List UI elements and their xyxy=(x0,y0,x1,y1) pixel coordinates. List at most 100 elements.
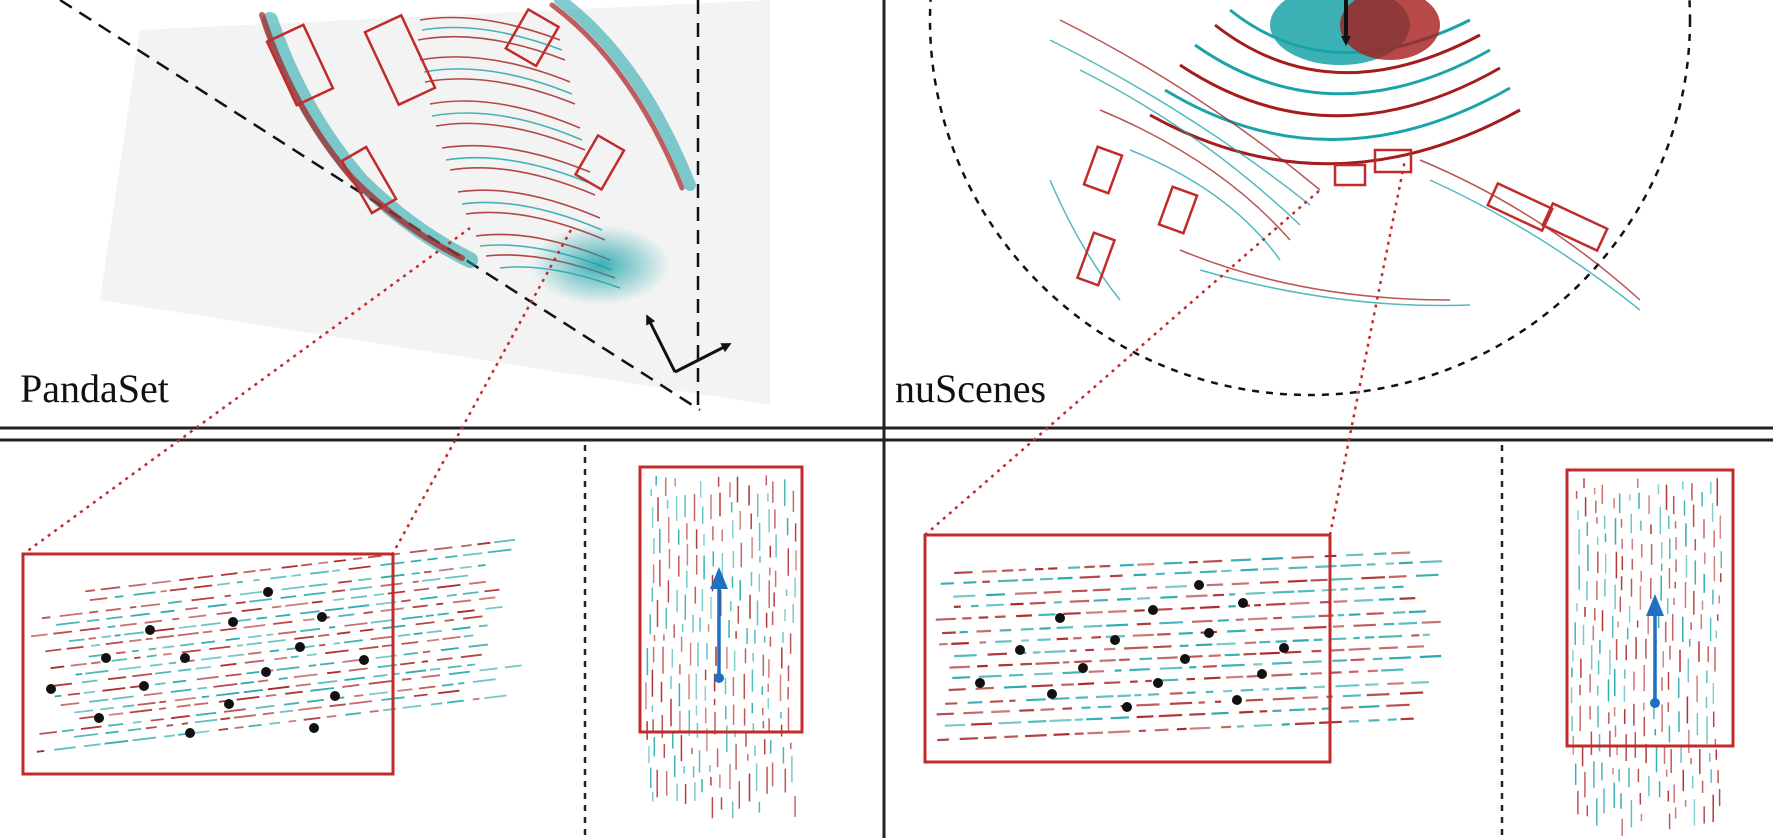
point-streak xyxy=(118,666,141,671)
point-streak xyxy=(1303,625,1327,630)
point-streak xyxy=(1109,574,1123,578)
point-streak xyxy=(1259,580,1279,584)
point-streak xyxy=(478,624,488,628)
point-streak xyxy=(1313,685,1326,689)
point-streak xyxy=(397,633,411,637)
point-streak xyxy=(338,613,355,618)
point-streak xyxy=(1245,698,1264,702)
point-streak xyxy=(1097,705,1112,709)
point-streak xyxy=(181,722,189,725)
point-streak xyxy=(177,733,186,736)
point-streak xyxy=(402,704,422,709)
point-streak xyxy=(1108,610,1127,613)
point-streak xyxy=(207,603,227,608)
point-streak xyxy=(426,629,443,634)
point-streak xyxy=(401,615,423,620)
point-streak xyxy=(300,627,321,633)
point-streak xyxy=(132,673,153,678)
point-streak xyxy=(1302,660,1322,664)
point-streak xyxy=(216,611,232,615)
point-streak xyxy=(195,711,217,717)
point-streak xyxy=(1400,717,1414,721)
point-streak xyxy=(108,723,124,727)
point-streak xyxy=(478,596,496,601)
nuscenes-keypoints xyxy=(975,580,1289,712)
point-streak xyxy=(1157,656,1178,660)
point-streak xyxy=(1087,731,1104,735)
point-streak xyxy=(963,581,977,584)
point-streak xyxy=(246,641,263,646)
point-streak xyxy=(336,631,351,635)
point-streak xyxy=(468,580,487,585)
point-streak xyxy=(1117,694,1131,698)
nuscenes-road-streaks xyxy=(1049,19,1641,311)
point-streak xyxy=(285,690,303,695)
point-streak xyxy=(413,693,428,697)
point-streak xyxy=(318,561,329,565)
point-streak xyxy=(120,622,137,627)
point-streak xyxy=(1093,598,1108,602)
point-streak xyxy=(954,654,977,658)
point-streak xyxy=(1008,673,1024,677)
point-streak xyxy=(1092,588,1111,592)
point-streak xyxy=(191,596,215,602)
point-streak xyxy=(940,582,955,585)
point-streak xyxy=(168,661,177,665)
point-streak xyxy=(30,633,48,638)
point-streak xyxy=(83,743,101,748)
point-streak xyxy=(1016,614,1032,618)
point-streak xyxy=(181,649,201,654)
point-streak xyxy=(994,615,1006,619)
pandaset-zoom-box xyxy=(21,552,395,776)
point-streak xyxy=(1373,552,1387,556)
point-streak xyxy=(1333,600,1348,603)
point-streak xyxy=(279,709,294,714)
point-streak xyxy=(1381,668,1404,672)
point-streak xyxy=(89,610,99,614)
point-streak xyxy=(457,609,475,614)
point-streak xyxy=(1261,557,1284,561)
point-streak xyxy=(216,582,230,586)
nuscenes-scene xyxy=(928,0,1692,397)
point-streak xyxy=(412,580,419,583)
point-streak xyxy=(1069,599,1090,603)
point-streak xyxy=(54,682,73,687)
point-streak xyxy=(107,625,116,629)
point-streak xyxy=(274,656,288,661)
point-streak xyxy=(1253,723,1273,727)
point-streak xyxy=(442,636,461,640)
pandaset-backdrop xyxy=(100,0,770,405)
point-streak xyxy=(1284,650,1302,654)
point-streak xyxy=(1075,696,1089,699)
nuscenes-scene-boxes xyxy=(1075,145,1609,287)
point-streak xyxy=(459,565,472,569)
point-streak xyxy=(1332,659,1347,662)
point-streak xyxy=(425,614,435,617)
point-streak xyxy=(123,631,144,636)
point-streak xyxy=(247,634,262,639)
point-streak xyxy=(1392,611,1406,614)
point-streak xyxy=(987,652,1008,656)
point-streak xyxy=(1225,675,1244,679)
point-streak xyxy=(438,567,454,572)
point-streak xyxy=(306,653,317,657)
point-streak xyxy=(196,675,219,681)
point-streak xyxy=(163,652,172,656)
point-streak xyxy=(1079,575,1101,579)
point-streak xyxy=(1224,653,1240,657)
point-streak xyxy=(243,689,264,694)
point-streak xyxy=(1185,594,1208,598)
point-streak xyxy=(959,737,979,741)
point-streak xyxy=(1136,703,1160,707)
point-streak xyxy=(1028,720,1047,724)
point-streak xyxy=(1063,612,1081,615)
point-streak xyxy=(1419,560,1443,564)
point-streak xyxy=(1074,660,1092,664)
point-streak xyxy=(74,709,94,714)
point-streak xyxy=(1212,593,1225,597)
point-streak xyxy=(328,626,336,629)
point-streak xyxy=(128,583,147,588)
point-streak xyxy=(986,603,1004,607)
point-streak xyxy=(1136,597,1150,600)
point-streak xyxy=(359,628,374,632)
